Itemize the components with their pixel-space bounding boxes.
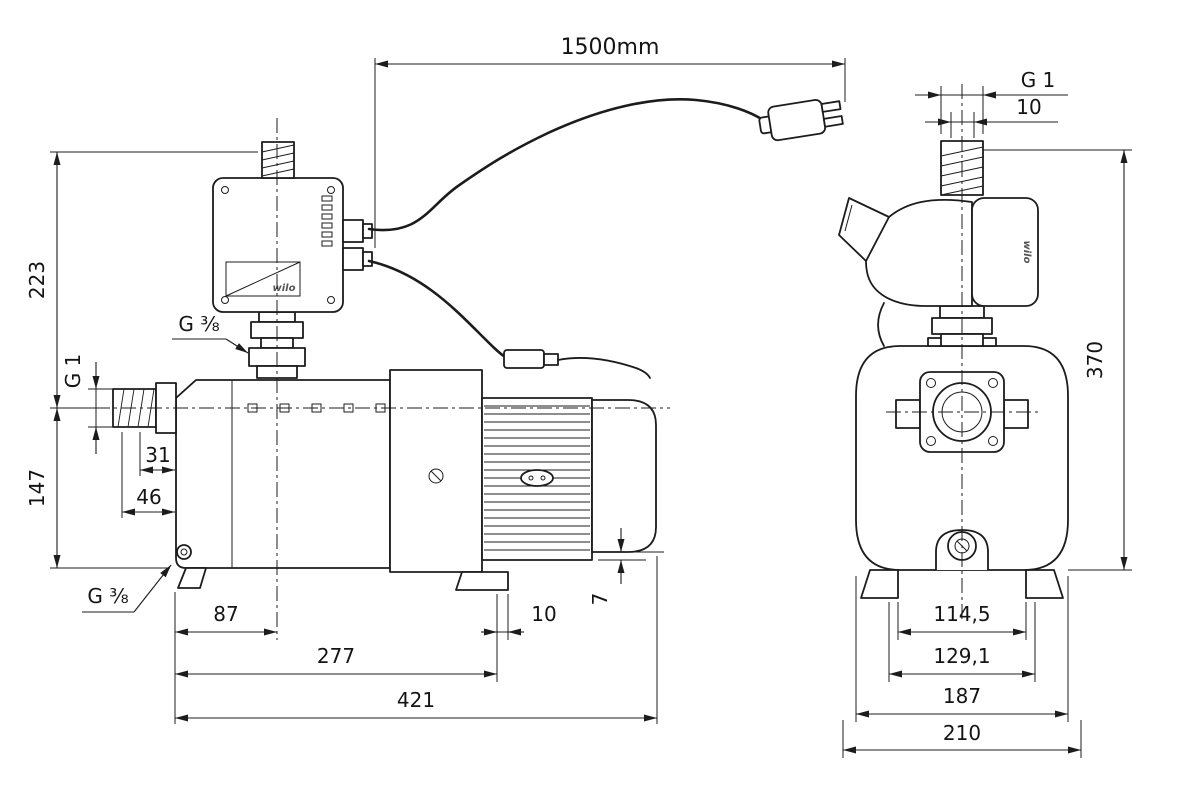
housing-screw <box>428 468 444 484</box>
pressure-switch-box <box>971 197 1039 307</box>
motor-connector <box>503 349 651 379</box>
flange-tab-right <box>1003 399 1029 429</box>
motor-nameplate <box>520 469 554 487</box>
pump-stage-housing <box>389 369 483 573</box>
front-view: wilo <box>25 35 846 724</box>
control-box-vents <box>321 195 333 247</box>
label-diagonal <box>225 261 301 297</box>
power-plug <box>758 99 844 142</box>
dim-210-label: 210 <box>943 721 981 745</box>
union-thread-label: G ³⁄₈ <box>178 312 219 336</box>
top-pipe-hatch <box>261 144 295 177</box>
dim-277: 277 <box>175 594 498 682</box>
dim-g1-side: G 1 <box>915 68 1068 134</box>
flange-tab-left <box>895 399 921 429</box>
dim-cable-length: 1500mm <box>374 35 846 248</box>
dim-87: 87 <box>174 592 277 724</box>
dim-147: 147 <box>25 407 170 569</box>
dim-421: 421 <box>175 556 658 724</box>
dim-g1-inlet-label: G 1 <box>61 354 85 389</box>
dim-7-label: 7 <box>588 593 612 606</box>
control-box-screws <box>221 186 335 304</box>
side-foot-left <box>860 569 899 599</box>
top-pipe-thread <box>261 141 295 179</box>
dim-g1-inlet: G 1 <box>61 354 113 454</box>
drain-plug-inner <box>180 548 188 556</box>
dim-10-side-label: 10 <box>1016 95 1041 119</box>
dim-10-side: 10 <box>925 95 1058 138</box>
dim-187-label: 187 <box>943 684 981 708</box>
nameplate-dot <box>540 475 546 481</box>
leader-union-thread: G ³⁄₈ <box>172 312 249 354</box>
dim-223-label: 223 <box>25 261 49 299</box>
dim-223: 223 <box>25 151 258 408</box>
dim-31-label: 31 <box>145 443 170 467</box>
dim-114-label: 114,5 <box>933 602 990 626</box>
cable-glands <box>342 219 373 271</box>
pressure-switch-cone <box>838 197 890 262</box>
dim-cable-label: 1500mm <box>561 35 660 60</box>
pump-body <box>175 379 391 569</box>
motor-end-cap <box>591 399 657 553</box>
dim-370: 370 <box>983 149 1132 571</box>
dim-31: 31 <box>139 432 175 476</box>
dim-7: 7 <box>588 528 664 605</box>
switch-cable <box>877 302 885 347</box>
brand-logo-front: wilo <box>273 283 296 294</box>
drain-plug <box>176 544 192 560</box>
dim-10-front-label: 10 <box>531 602 556 626</box>
drain-thread-label: G ³⁄₈ <box>87 584 128 608</box>
side-view: wilo G 1 1 <box>838 68 1132 758</box>
brand-logo-side: wilo <box>1021 241 1032 264</box>
dim-46-label: 46 <box>136 485 161 509</box>
dim-277-label: 277 <box>317 644 355 668</box>
dim-421-label: 421 <box>397 688 435 712</box>
leader-drain-thread: G ³⁄₈ <box>82 564 172 613</box>
motor-cable <box>367 259 507 359</box>
dim-87-label: 87 <box>213 602 238 626</box>
housing-screw-slot <box>430 470 442 482</box>
dim-129: 129,1 <box>888 602 1036 682</box>
dim-g1-side-label: G 1 <box>1021 68 1056 92</box>
flange-bolts <box>926 378 998 446</box>
dim-129-label: 129,1 <box>933 644 990 668</box>
dim-46: 46 <box>121 432 175 518</box>
front-foot-left <box>177 567 207 589</box>
power-cable <box>367 98 768 232</box>
dim-114: 114,5 <box>897 602 1027 640</box>
control-box-label <box>225 261 301 297</box>
side-foot-right <box>1025 569 1064 599</box>
front-foot-right <box>455 571 509 591</box>
dim-187: 187 <box>855 576 1069 722</box>
dim-210: 210 <box>842 720 1082 758</box>
dim-370-label: 370 <box>1083 341 1107 379</box>
dim-147-label: 147 <box>25 469 49 507</box>
nameplate-dot <box>528 475 534 481</box>
dim-10-front: 10 <box>481 594 557 640</box>
cone-detail <box>844 204 853 232</box>
